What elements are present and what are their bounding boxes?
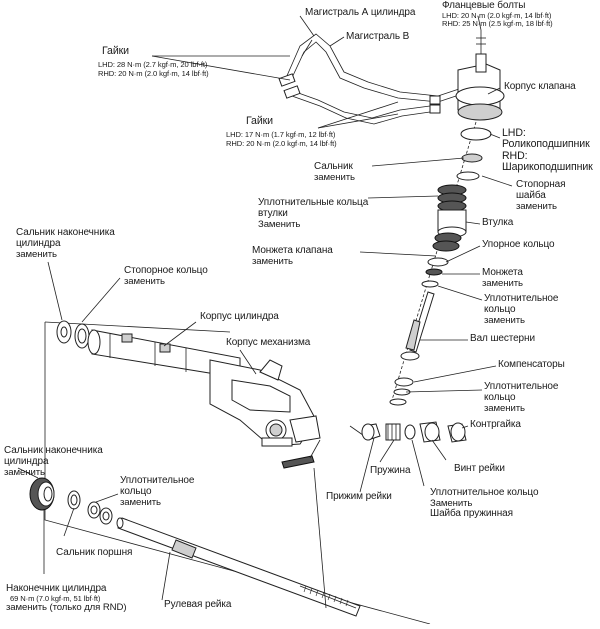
retaining-ring-note: заменить xyxy=(124,275,165,287)
label-piston-seal: Сальник поршня xyxy=(56,547,133,558)
flange-bolts-title: Фланцевые болты xyxy=(442,0,526,11)
oil-seal-name: Сальник xyxy=(314,161,353,172)
label-seal-ring-3: Уплотнительное кольцо Заменить Шайба пру… xyxy=(430,487,539,520)
stop-washer-line2: шайба xyxy=(516,189,546,201)
seal-ring-3-note: Заменить xyxy=(430,497,473,509)
seal-ring-1-line1: Уплотнительное xyxy=(484,293,559,304)
valve-cuff-note: заменить xyxy=(252,255,293,267)
label-line-b: Магистраль В xyxy=(346,31,410,42)
stop-washer-line1: Стопорная xyxy=(516,179,566,190)
label-sleeve: Втулка xyxy=(482,217,514,228)
cylinder-end-seal-1-line2: цилиндра xyxy=(16,237,61,249)
label-line-a: Магистраль А цилиндра xyxy=(305,7,416,18)
valve-body-drawing xyxy=(455,30,505,121)
retaining-ring-name: Стопорное кольцо xyxy=(124,265,208,276)
cylinder-end-drawing xyxy=(29,477,113,525)
bearing-lhd: LHD: xyxy=(502,127,526,139)
cylinder-end-seal-2-note: заменить xyxy=(4,466,45,478)
label-bearing: LHD: Роликоподшипник RHD: Шарикоподшипни… xyxy=(502,127,593,174)
seal-ring-2-note: заменить xyxy=(484,402,525,414)
label-oil-seal: Сальник заменить xyxy=(314,161,355,183)
label-cylinder-end: Наконечник цилиндра 69 N·m (7.0 kgf·m, 5… xyxy=(6,583,127,613)
nuts-2-title: Гайки xyxy=(246,115,274,127)
valve-stack-drawing xyxy=(389,121,492,406)
label-valve-body: Корпус клапана xyxy=(504,81,576,92)
label-steering-rack: Рулевая рейка xyxy=(164,599,232,610)
label-rack-screw: Винт рейки xyxy=(454,463,505,474)
label-seal-ring-4: Уплотнительное кольцо заменить xyxy=(120,475,195,508)
label-nuts-2: Гайки LHD: 17 N·m (1.7 kgf·m, 12 lbf·ft)… xyxy=(226,115,337,148)
bearing-rhd-val: Шарикоподшипник xyxy=(502,161,593,174)
nuts-1-lhd: LHD: 28 N·m (2.7 kgf·m, 20 lbf·ft) xyxy=(98,60,208,70)
nuts-2-lhd: LHD: 17 N·m (1.7 kgf·m, 12 lbf·ft) xyxy=(226,130,336,140)
seal-ring-2-line2: кольцо xyxy=(484,391,516,403)
label-compensators: Компенсаторы xyxy=(498,359,565,370)
cylinder-end-seal-2-line1: Сальник наконечника xyxy=(4,445,103,456)
flange-bolts-rhd: RHD: 25 N·m (2.5 kgf·m, 18 lbf·ft) xyxy=(442,18,553,28)
seal-ring-4-line1: Уплотнительное xyxy=(120,475,195,486)
cylinder-end-torque: 69 N·m (7.0 kgf·m, 51 lbf·ft) xyxy=(10,593,101,603)
label-nuts-1: Гайки LHD: 28 N·m (2.7 kgf·m, 20 lbf·ft)… xyxy=(98,45,209,78)
label-cylinder-end-seal-2: Сальник наконечника цилиндра заменить xyxy=(4,445,103,478)
label-cylinder-housing: Корпус цилиндра xyxy=(200,311,279,322)
seal-ring-1-note: заменить xyxy=(484,314,525,326)
bearing-rhd: RHD: xyxy=(502,149,528,162)
label-flange-bolts: Фланцевые болты LHD: 20 N·m (2.0 kgf·m, … xyxy=(442,0,553,28)
steering-rack-drawing xyxy=(116,517,361,617)
gear-housing-drawing xyxy=(209,359,321,469)
valve-cuff-name: Монжета клапана xyxy=(252,245,333,256)
label-cylinder-end-seal-1: Сальник наконечника цилиндра заменить xyxy=(16,227,115,260)
seal-ring-2-line1: Уплотнительное xyxy=(484,381,559,392)
label-seal-ring-1: Уплотнительное кольцо заменить xyxy=(484,293,559,326)
nuts-1-title: Гайки xyxy=(102,45,130,57)
label-locknut: Контргайка xyxy=(470,419,521,430)
label-retaining-ring: Стопорное кольцо заменить xyxy=(124,265,208,287)
label-rack-guide: Прижим рейки xyxy=(326,491,392,502)
flange-bolts-lhd: LHD: 20 N·m (2.0 kgf·m, 14 lbf·ft) xyxy=(442,10,552,20)
label-sleeve-seal-rings: Уплотнительные кольца втулки Заменить xyxy=(258,197,369,230)
nuts-2-rhd: RHD: 20 N·m (2.0 kgf·m, 14 lbf·ft) xyxy=(226,138,337,148)
label-cuff: Монжета заменить xyxy=(482,267,523,289)
label-valve-cuff: Монжета клапана заменить xyxy=(252,245,333,267)
cylinder-end-title: Наконечник цилиндра xyxy=(6,583,107,594)
pipe-lines xyxy=(278,33,463,125)
label-stop-washer: Стопорная шайба заменить xyxy=(516,179,566,212)
label-gear-housing: Корпус механизма xyxy=(226,337,311,348)
cylinder-end-seal-2-line2: цилиндра xyxy=(4,455,49,467)
label-spring: Пружина xyxy=(370,465,411,476)
sleeve-seal-rings-line1: Уплотнительные кольца xyxy=(258,197,369,208)
cuff-name: Монжета xyxy=(482,267,523,278)
seal-ring-4-note: заменить xyxy=(120,496,161,508)
seal-ring-3-line3: Шайба пружинная xyxy=(430,508,513,520)
seal-ring-1-line2: кольцо xyxy=(484,303,516,315)
seal-ring-3-line1: Уплотнительное кольцо xyxy=(430,487,539,498)
nuts-1-rhd: RHD: 20 N·m (2.0 kgf·m, 14 lbf·ft) xyxy=(98,68,209,78)
cylinder-end-seal-1-line1: Сальник наконечника xyxy=(16,227,115,238)
sleeve-seal-rings-note: Заменить xyxy=(258,218,301,230)
label-thrust-ring: Упорное кольцо xyxy=(482,239,555,250)
cylinder-end-seal-1-note: заменить xyxy=(16,248,57,260)
cylinder-end-note: заменить (только для RND) xyxy=(6,601,127,613)
label-pinion-shaft: Вал шестерни xyxy=(470,333,535,344)
stop-washer-note: заменить xyxy=(516,200,557,212)
leader-lines xyxy=(17,15,513,609)
cuff-note: заменить xyxy=(482,277,523,289)
oil-seal-note: заменить xyxy=(314,171,355,183)
seal-ring-4-line2: кольцо xyxy=(120,485,152,497)
rack-guide-drawing xyxy=(361,421,467,443)
label-seal-ring-2: Уплотнительное кольцо заменить xyxy=(484,381,559,414)
cylinder-seals-drawing xyxy=(56,320,90,349)
bearing-lhd-val: Роликоподшипник xyxy=(502,138,590,151)
sleeve-seal-rings-line2: втулки xyxy=(258,207,288,219)
